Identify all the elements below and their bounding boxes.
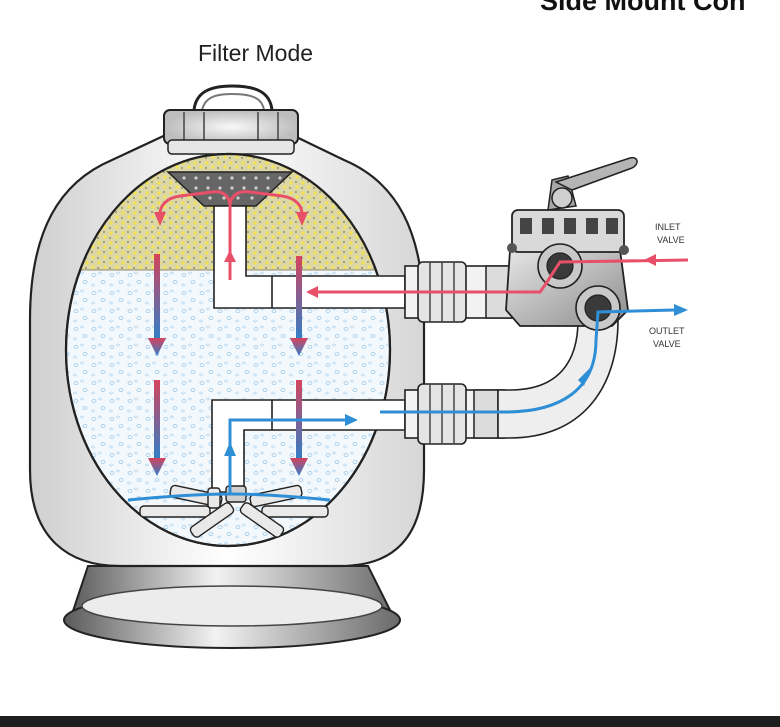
- svg-text:VALVE: VALVE: [653, 339, 681, 349]
- outlet-flow-arrows: [127, 304, 688, 502]
- mode-label: Filter Mode: [198, 40, 314, 66]
- inlet-flow-arrows: [154, 190, 689, 298]
- svg-text:OUTLET: OUTLET: [649, 326, 685, 336]
- tank-base: [63, 565, 401, 649]
- svg-text:INLET: INLET: [655, 222, 681, 232]
- tank-lid: [163, 84, 299, 155]
- inlet-valve-label: INLET VALVE: [655, 222, 685, 245]
- distributor-dome: [166, 171, 294, 207]
- multiport-valve-icon: [505, 156, 638, 331]
- page-title: Side Mount Con: [540, 0, 746, 16]
- bottom-bar: [0, 716, 780, 727]
- outlet-valve-label: OUTLET VALVE: [649, 326, 685, 349]
- svg-text:VALVE: VALVE: [657, 235, 685, 245]
